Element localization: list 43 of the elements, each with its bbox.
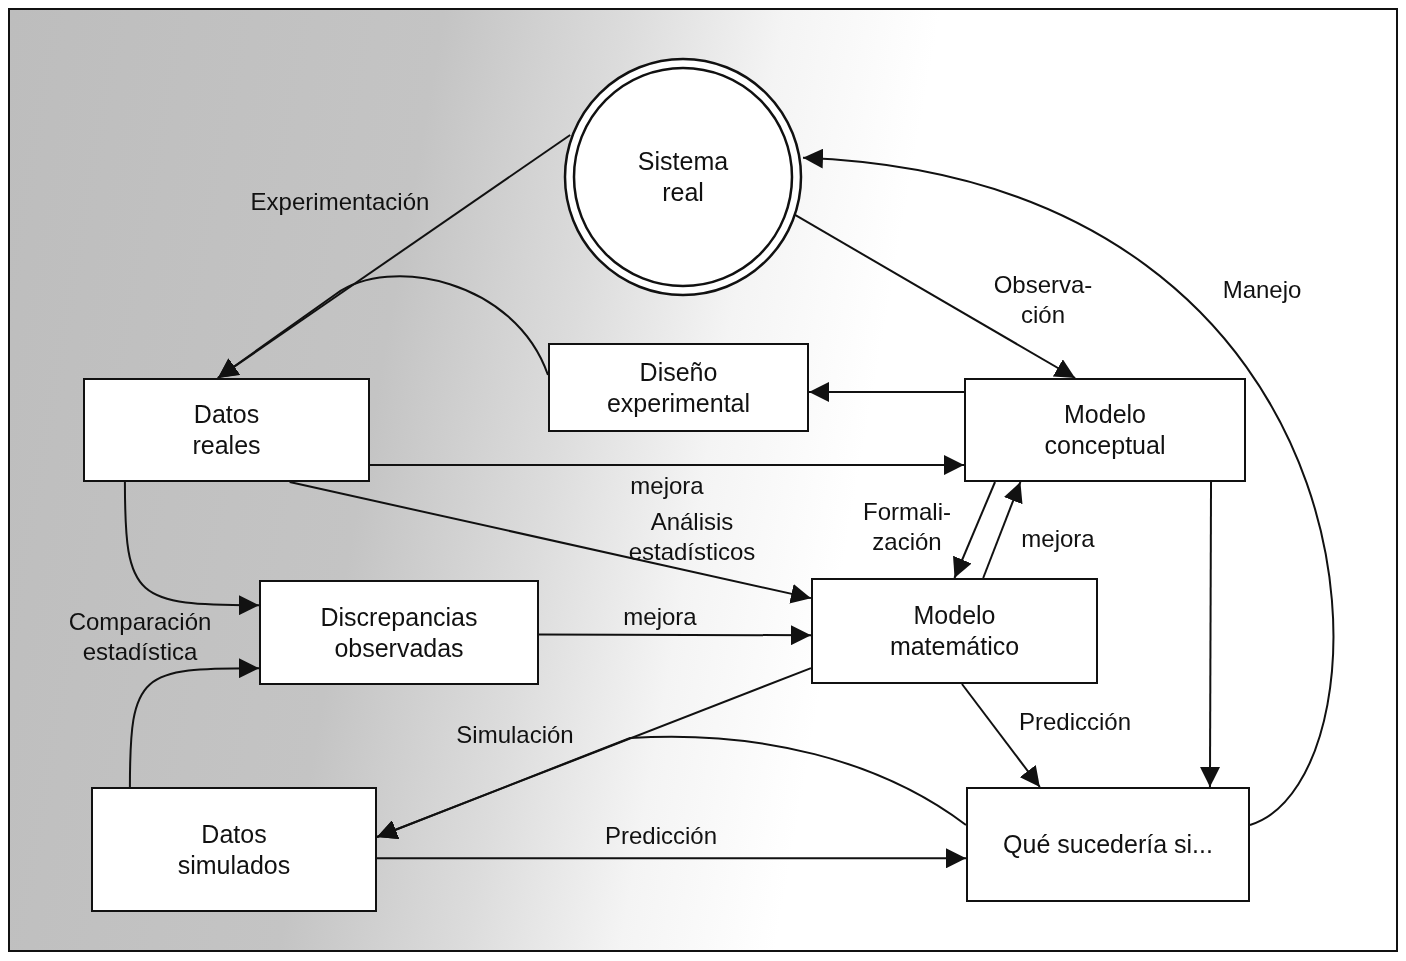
node-label: Sistema real [636,146,730,208]
node-label: Qué sucedería si... [1002,829,1214,860]
process-box [83,378,370,482]
system-circle [563,57,803,297]
process-box [964,378,1246,482]
edge-label: Experimentación [249,187,431,217]
arrow [1200,481,1221,788]
edge-label: mejora [629,471,705,501]
arrow [794,213,1077,379]
edge-label: Manejo [1221,275,1303,305]
arrow [982,481,1023,579]
arrow [808,381,965,402]
arrow [960,683,1041,788]
process-box [91,787,377,912]
node-label: Datos simulados [176,818,292,881]
edge-label: Análisis estadísticos [627,507,757,567]
arrow [288,481,812,604]
process-box [548,343,809,432]
process-box [811,578,1098,684]
edge-label: Simulación [455,720,575,750]
node-label: Modelo matemático [888,600,1021,662]
process-box [966,787,1250,902]
node-label: Discrepancias observadas [319,601,479,664]
node-label: Datos reales [191,399,262,461]
arrow [376,848,967,869]
node-label: Diseño experimental [605,356,752,419]
edge-label: mejora [1020,524,1096,554]
comparison-label: Comparación estadística [67,607,213,667]
process-box [259,580,539,685]
arrow [216,275,549,379]
arrow [538,625,812,646]
node-label: Modelo conceptual [1043,399,1167,461]
edge-label: Observa- ción [992,270,1094,330]
edge-label: Predicción [1017,707,1133,737]
arrow [953,481,996,579]
arrow [802,150,1335,826]
edge-label: Formali- zación [862,497,952,557]
edge-label: Predicción [603,821,719,851]
arrow [376,735,967,839]
arrow [128,658,260,788]
edge-label: mejora [622,602,698,632]
arrow [123,481,260,616]
arrow [369,455,965,476]
